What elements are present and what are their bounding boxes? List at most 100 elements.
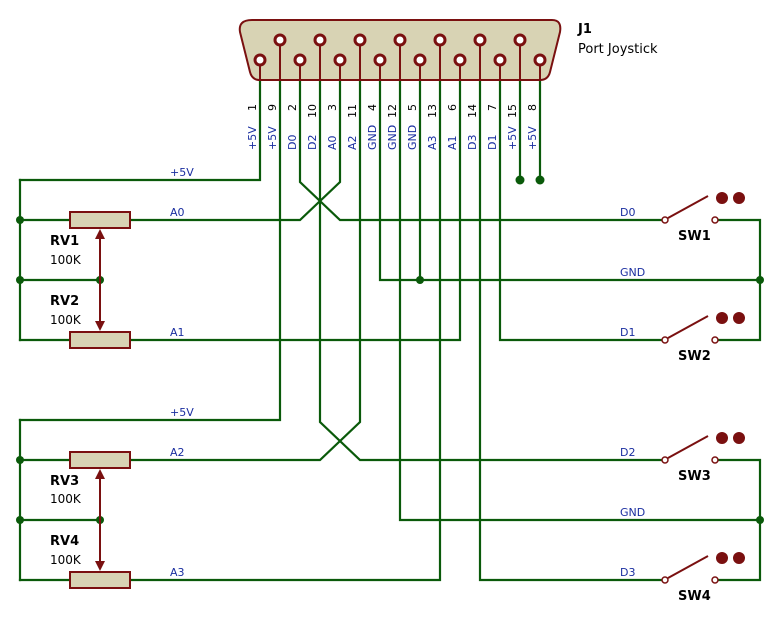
switch-refdes: SW4 [678,589,711,604]
pin-signal: GND [406,125,419,150]
wiper-arrow-icon [95,469,105,479]
switch-indicator-icon [716,192,728,204]
wire-d2 [318,62,667,462]
switch-lever [667,195,709,219]
net-label-vcc-bottom: +5V [170,406,194,419]
pot-body [69,331,131,349]
wire-vcc-top [18,62,262,182]
wiper-arrow-icon [95,321,105,331]
wire-a1 [128,62,462,342]
potentiometer-rv2: RV2 100K [50,280,131,349]
switch-contact [661,576,669,584]
junction-dot [16,216,24,224]
pot-body [69,571,131,589]
pin-signal: +5V [526,126,539,150]
wire-a3 [128,62,442,582]
connector-refdes: J1 [577,22,592,37]
pot-value: 100K [50,253,82,267]
switch-sw3: SW3 [661,432,745,484]
connector-name: Port Joystick [578,42,658,57]
switch-indicator-icon [716,552,728,564]
pin-signal: D2 [306,135,319,150]
pin-number: 8 [526,104,539,111]
pin-number: 10 [306,104,319,118]
pin-number: 6 [446,104,459,111]
pin-signal: A2 [346,135,359,150]
pin-number: 14 [466,104,479,118]
pot-refdes: RV3 [50,474,79,489]
wire-a2 [128,62,362,462]
junction-dot [756,516,764,524]
junction-dot [16,276,24,284]
net-label-d2: D2 [620,446,635,459]
pin-signal: D0 [286,135,299,150]
switch-indicator-icon [733,432,745,444]
switch-indicator-icon [733,552,745,564]
switch-indicator-icon [716,312,728,324]
switch-contact [711,456,719,464]
pin-signal: A3 [426,135,439,150]
pot-value: 100K [50,313,82,327]
net-label-d0: D0 [620,206,635,219]
pot-value: 100K [50,553,82,567]
switch-indicator-icon [733,192,745,204]
wiper-arrow-icon [95,561,105,571]
switch-contact [711,576,719,584]
junction-dot [756,276,764,284]
switch-refdes: SW3 [678,469,711,484]
junction-dot [416,276,424,284]
pin-signal: GND [366,125,379,150]
net-label-d1: D1 [620,326,635,339]
switch-lever [667,435,709,459]
pin-signal: A1 [446,135,459,150]
net-label-gnd-bottom: GND [620,506,645,519]
pin-number: 2 [286,104,299,111]
pin-number: 1 [246,104,259,111]
wire-d3 [478,62,667,582]
pin-number: 13 [426,104,439,118]
connector-pin-numbers: 1 9 2 10 3 11 4 12 5 13 6 14 7 15 8 [246,104,539,118]
pin-number: 3 [326,104,339,111]
net-label-a1: A1 [170,326,185,339]
wire-vcc-bottom [18,62,282,422]
pot-refdes: RV2 [50,294,79,309]
switch-lever [667,555,709,579]
pin-number: 15 [506,104,519,118]
net-label-a2: A2 [170,446,185,459]
wire-gnd-top [378,62,762,282]
net-label-a0: A0 [170,206,185,219]
pin-signal: +5V [266,126,279,150]
wiper-arrow-icon [95,229,105,239]
pin-signal: D1 [486,135,499,150]
net-label-gnd-top: GND [620,266,645,279]
pin-number: 12 [386,104,399,118]
wire-d1 [498,62,667,342]
switch-refdes: SW1 [678,229,711,244]
junction-dot [535,175,545,185]
switch-contact [661,456,669,464]
pin-signal: GND [386,125,399,150]
switch-indicator-icon [733,312,745,324]
pin-signal: +5V [246,126,259,150]
pin-number: 9 [266,104,279,111]
connector-pin-rings-lower [253,53,547,67]
pin-signal: +5V [506,126,519,150]
switch-refdes: SW2 [678,349,711,364]
switch-contact [661,336,669,344]
connector-pin-signals: +5V +5V D0 D2 A0 A2 GND GND GND A3 A1 D3… [246,125,539,150]
pin-number: 7 [486,104,499,111]
pin-signal: A0 [326,135,339,150]
potentiometer-rv1: RV1 100K [50,211,131,280]
switch-contact [661,216,669,224]
switch-contact [711,216,719,224]
net-label-vcc-top: +5V [170,166,194,179]
pot-refdes: RV4 [50,534,79,549]
switch-contact [711,336,719,344]
pin-signal: D3 [466,135,479,150]
pot-body [69,211,131,229]
pot-value: 100K [50,492,82,506]
connector-pin-rings-upper [273,33,527,47]
pin-number: 4 [366,104,379,111]
net-labels: +5V A0 A1 +5V A2 A3 D0 GND D1 D2 GND D3 [170,166,645,579]
